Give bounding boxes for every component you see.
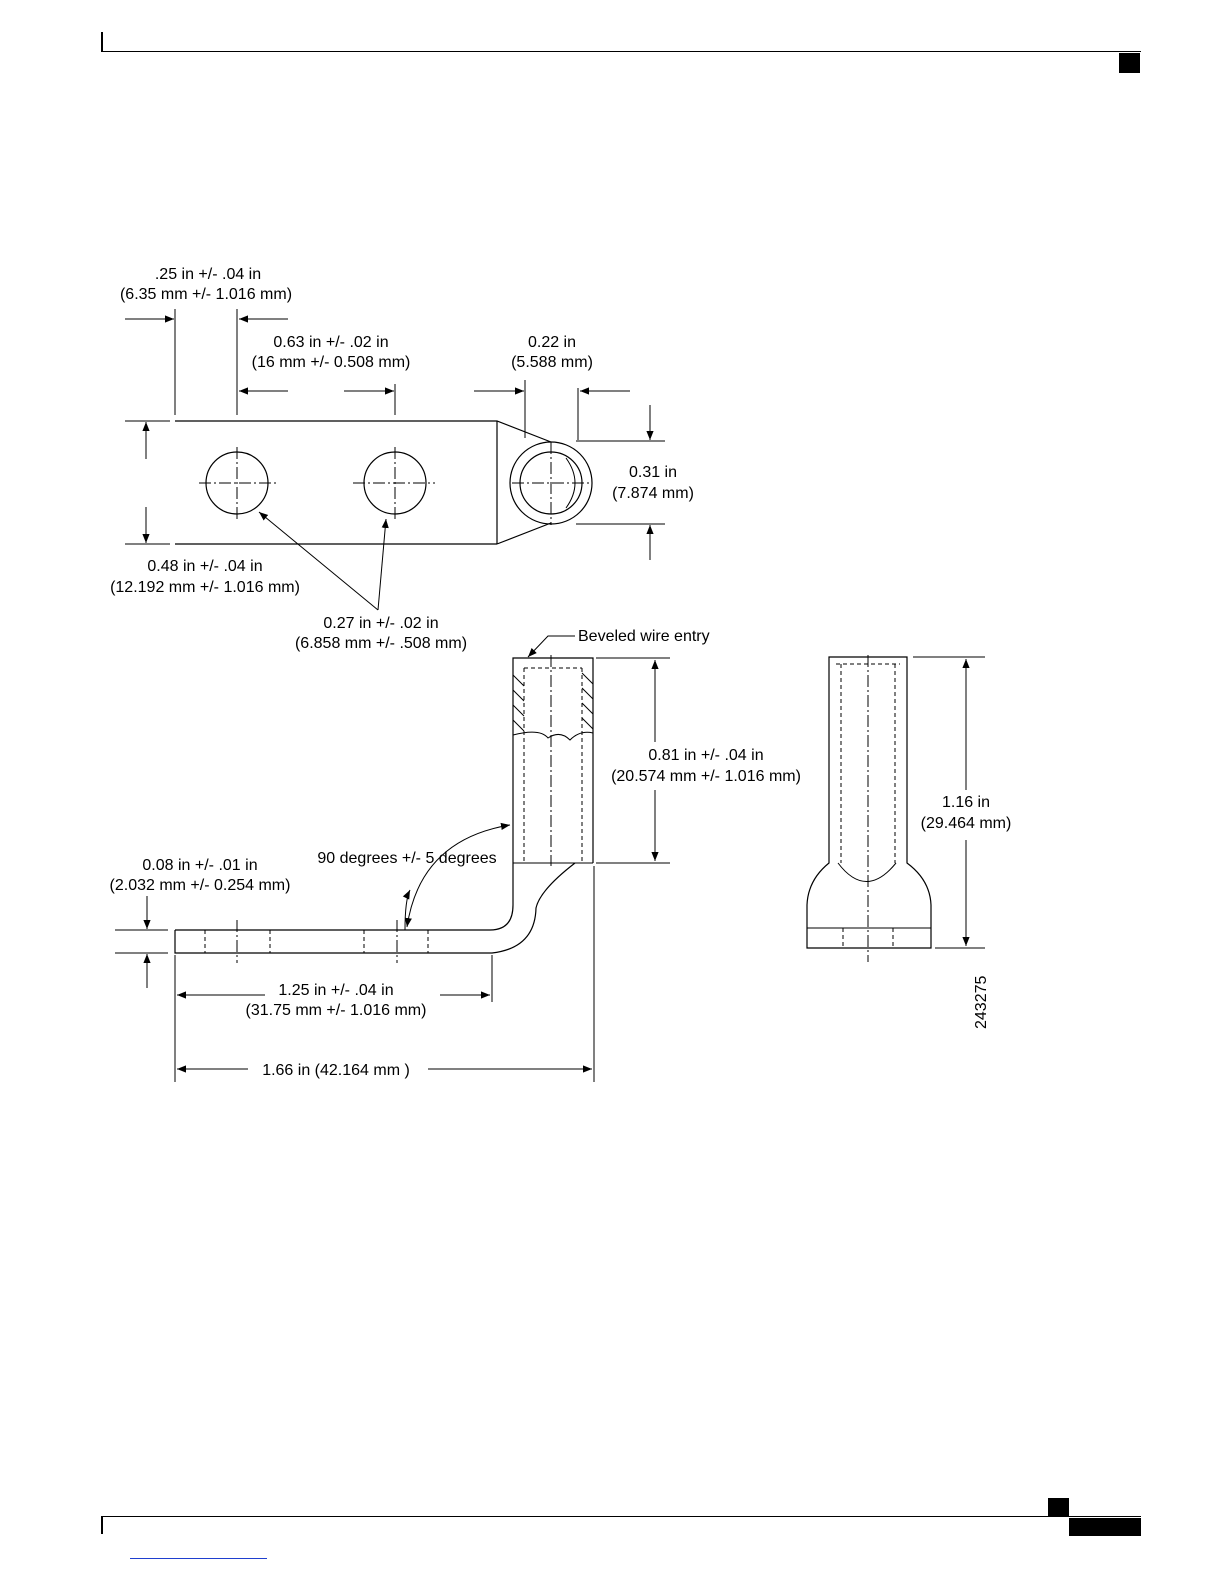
end-view-outline (806, 656, 932, 949)
footer-marker (1048, 1498, 1069, 1516)
header-marker (1119, 53, 1140, 73)
footer-link[interactable] (130, 1558, 267, 1559)
dim-label-tongue-length-1: 1.25 in +/- .04 in (278, 982, 393, 999)
dim-label-barrel-length-2: (20.574 mm +/- 1.016 mm) (611, 768, 801, 785)
side-view (115, 635, 670, 1082)
header-tick (101, 32, 103, 52)
figure-id: 243275 (973, 976, 990, 1029)
dim-label-width-2: (12.192 mm +/- 1.016 mm) (110, 579, 300, 596)
top-view (125, 309, 665, 611)
dim-label-angle: 90 degrees +/- 5 degrees (317, 850, 496, 867)
dim-label-width-1: 0.48 in +/- .04 in (147, 558, 262, 575)
dim-label-flange-2: (6.35 mm +/- 1.016 mm) (120, 286, 292, 303)
header-rule (101, 51, 1141, 52)
page-number-tab (1069, 1518, 1141, 1536)
dim-label-barrel-1: 0.22 in (528, 334, 576, 351)
dim-label-thickness-2: (2.032 mm +/- 0.254 mm) (110, 877, 291, 894)
dim-label-barrel-dia-2: (7.874 mm) (612, 485, 694, 502)
dim-label-flange-1: .25 in +/- .04 in (155, 266, 261, 283)
label-beveled-entry: Beveled wire entry (578, 628, 710, 645)
footer-tick (101, 1516, 103, 1534)
dim-label-barrel-dia-1: 0.31 in (629, 464, 677, 481)
lug-profile (174, 657, 594, 954)
dim-label-overall-height-1: 1.16 in (942, 794, 990, 811)
dim-label-hole-spacing-2: (16 mm +/- 0.508 mm) (252, 354, 411, 371)
dim-label-hole-spacing-1: 0.63 in +/- .02 in (273, 334, 388, 351)
dim-label-barrel-2: (5.588 mm) (511, 354, 593, 371)
dim-label-hole-dia-2: (6.858 mm +/- .508 mm) (295, 635, 467, 652)
dimension-labels: .25 in +/- .04 in (6.35 mm +/- 1.016 mm)… (110, 266, 1012, 1079)
dim-label-barrel-length-1: 0.81 in +/- .04 in (648, 747, 763, 764)
dim-label-overall-height-2: (29.464 mm) (921, 815, 1012, 832)
dim-label-hole-dia-1: 0.27 in +/- .02 in (323, 615, 438, 632)
end-view (806, 655, 985, 962)
dim-label-thickness-1: 0.08 in +/- .01 in (142, 857, 257, 874)
footer-rule (101, 1516, 1141, 1517)
dim-label-overall-length: 1.66 in (42.164 mm ) (262, 1062, 410, 1079)
dim-label-tongue-length-2: (31.75 mm +/- 1.016 mm) (246, 1002, 427, 1019)
